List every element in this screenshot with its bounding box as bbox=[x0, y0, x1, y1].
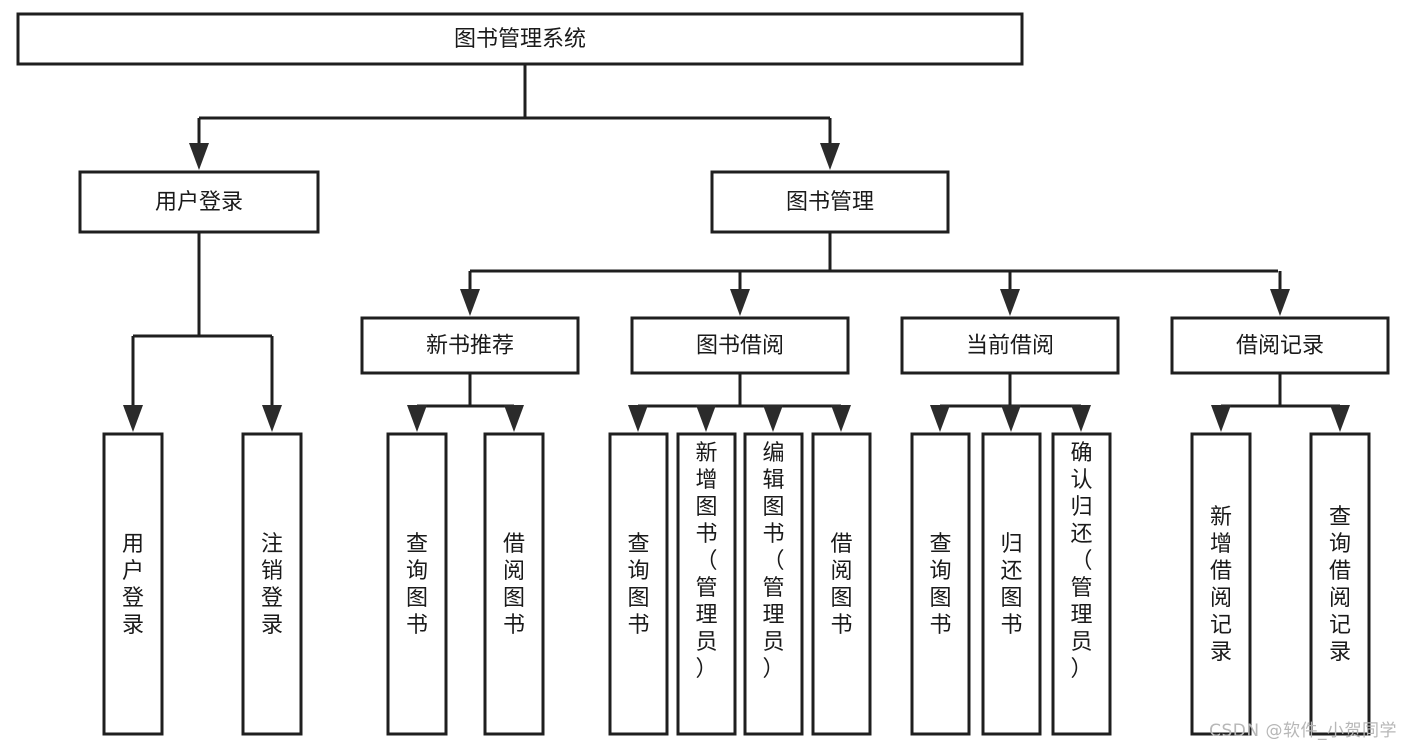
node-label-leaf-user-login: 用户登录 bbox=[122, 532, 144, 638]
connector-bar-user-login bbox=[133, 232, 272, 338]
node-leaf-query-book-3[interactable]: 查询图书 bbox=[910, 432, 971, 736]
node-label-leaf-edit-book-admin: 编辑图书（管理员） bbox=[762, 441, 784, 682]
node-leaf-edit-book-admin[interactable]: 编辑图书（管理员） bbox=[743, 432, 804, 736]
arrowhead-icon bbox=[628, 405, 648, 432]
arrowhead-icon bbox=[763, 405, 783, 432]
node-box-leaf-query-borrow-record bbox=[1309, 432, 1371, 736]
connector-bar-root bbox=[199, 64, 830, 120]
node-label-leaf-add-book-admin: 新增图书（管理员） bbox=[695, 441, 717, 682]
node-label-leaf-add-borrow-record: 新增借阅记录 bbox=[1210, 505, 1232, 665]
node-label-leaf-query-book-2: 查询图书 bbox=[627, 532, 649, 638]
node-box-leaf-query-book-2 bbox=[608, 432, 669, 736]
arrowhead-icon bbox=[407, 405, 427, 432]
node-label-leaf-return-book: 归还图书 bbox=[1000, 532, 1022, 638]
node-label-book-management: 图书管理 bbox=[786, 190, 874, 215]
arrowhead-icon bbox=[1211, 405, 1231, 432]
node-leaf-borrow-book-2[interactable]: 借阅图书 bbox=[811, 432, 872, 736]
node-leaf-add-borrow-record[interactable]: 新增借阅记录 bbox=[1190, 432, 1252, 736]
node-box-leaf-query-book-3 bbox=[910, 432, 971, 736]
node-label-borrow-record: 借阅记录 bbox=[1236, 334, 1324, 359]
arrowhead-icon bbox=[730, 289, 750, 316]
connector-bar-book-borrow bbox=[638, 373, 841, 408]
arrowhead-icon bbox=[189, 143, 209, 170]
node-label-leaf-query-borrow-record: 查询借阅记录 bbox=[1329, 505, 1351, 665]
node-leaf-confirm-return-admin[interactable]: 确认归还（管理员） bbox=[1051, 432, 1112, 736]
node-book-management[interactable]: 图书管理 bbox=[710, 170, 950, 234]
node-box-leaf-edit-book-admin bbox=[743, 432, 804, 736]
node-box-user-login bbox=[78, 170, 320, 234]
node-box-leaf-user-login bbox=[102, 432, 164, 736]
node-new-book-recommend[interactable]: 新书推荐 bbox=[360, 316, 580, 375]
node-label-leaf-query-book-3: 查询图书 bbox=[929, 532, 951, 638]
node-leaf-add-book-admin[interactable]: 新增图书（管理员） bbox=[676, 432, 737, 736]
arrowhead-icon bbox=[1001, 405, 1021, 432]
node-box-leaf-add-borrow-record bbox=[1190, 432, 1252, 736]
node-box-borrow-record bbox=[1170, 316, 1390, 375]
node-leaf-query-borrow-record[interactable]: 查询借阅记录 bbox=[1309, 432, 1371, 736]
node-box-leaf-borrow-book-2 bbox=[811, 432, 872, 736]
node-box-leaf-logout-login bbox=[241, 432, 303, 736]
node-label-leaf-borrow-book-2: 借阅图书 bbox=[830, 532, 852, 638]
connector-bar-borrow-record bbox=[1221, 373, 1340, 408]
node-label-current-borrow: 当前借阅 bbox=[966, 334, 1054, 359]
connector-bar-current-borrow bbox=[940, 373, 1081, 408]
arrowhead-icon bbox=[1071, 405, 1091, 432]
arrowhead-layer bbox=[123, 143, 1350, 432]
node-borrow-record[interactable]: 借阅记录 bbox=[1170, 316, 1390, 375]
node-leaf-borrow-book-1[interactable]: 借阅图书 bbox=[483, 432, 545, 736]
arrowhead-icon bbox=[820, 143, 840, 170]
node-box-root bbox=[16, 12, 1024, 66]
node-current-borrow[interactable]: 当前借阅 bbox=[900, 316, 1120, 375]
node-box-leaf-add-book-admin bbox=[676, 432, 737, 736]
node-leaf-return-book[interactable]: 归还图书 bbox=[981, 432, 1042, 736]
node-root[interactable]: 图书管理系统 bbox=[16, 12, 1024, 66]
node-box-leaf-return-book bbox=[981, 432, 1042, 736]
arrowhead-icon bbox=[1270, 289, 1290, 316]
node-leaf-query-book-1[interactable]: 查询图书 bbox=[386, 432, 448, 736]
connector-bar-book-management bbox=[470, 232, 1278, 273]
node-box-new-book-recommend bbox=[360, 316, 580, 375]
node-label-leaf-logout-login: 注销登录 bbox=[261, 532, 283, 638]
arrowhead-icon bbox=[504, 405, 524, 432]
arrowhead-icon bbox=[831, 405, 851, 432]
watermark-text: CSDN @软件_小贺同学 bbox=[1209, 721, 1397, 741]
arrowhead-icon bbox=[696, 405, 716, 432]
node-box-leaf-confirm-return-admin bbox=[1051, 432, 1112, 736]
arrowhead-icon bbox=[262, 405, 282, 432]
node-label-new-book-recommend: 新书推荐 bbox=[426, 334, 514, 359]
arrowhead-icon bbox=[1000, 289, 1020, 316]
node-book-borrow[interactable]: 图书借阅 bbox=[630, 316, 850, 375]
node-label-leaf-query-book-1: 查询图书 bbox=[406, 532, 428, 638]
node-box-leaf-query-book-1 bbox=[386, 432, 448, 736]
node-box-book-borrow bbox=[630, 316, 850, 375]
node-box-leaf-borrow-book-1 bbox=[483, 432, 545, 736]
node-label-root: 图书管理系统 bbox=[454, 27, 586, 52]
arrowhead-icon bbox=[1330, 405, 1350, 432]
arrowhead-icon bbox=[460, 289, 480, 316]
arrowhead-icon bbox=[123, 405, 143, 432]
node-label-user-login: 用户登录 bbox=[155, 190, 243, 215]
node-layer: 图书管理系统用户登录图书管理新书推荐图书借阅当前借阅借阅记录用户登录注销登录查询… bbox=[16, 12, 1390, 736]
connector-bar-new-book-recommend bbox=[417, 373, 514, 408]
node-leaf-user-login[interactable]: 用户登录 bbox=[102, 432, 164, 736]
node-leaf-query-book-2[interactable]: 查询图书 bbox=[608, 432, 669, 736]
node-box-current-borrow bbox=[900, 316, 1120, 375]
arrowhead-icon bbox=[930, 405, 950, 432]
node-label-leaf-confirm-return-admin: 确认归还（管理员） bbox=[1070, 441, 1092, 682]
node-user-login[interactable]: 用户登录 bbox=[78, 170, 320, 234]
node-label-book-borrow: 图书借阅 bbox=[696, 334, 784, 359]
node-leaf-logout-login[interactable]: 注销登录 bbox=[241, 432, 303, 736]
node-label-leaf-borrow-book-1: 借阅图书 bbox=[503, 532, 525, 638]
node-box-book-management bbox=[710, 170, 950, 234]
